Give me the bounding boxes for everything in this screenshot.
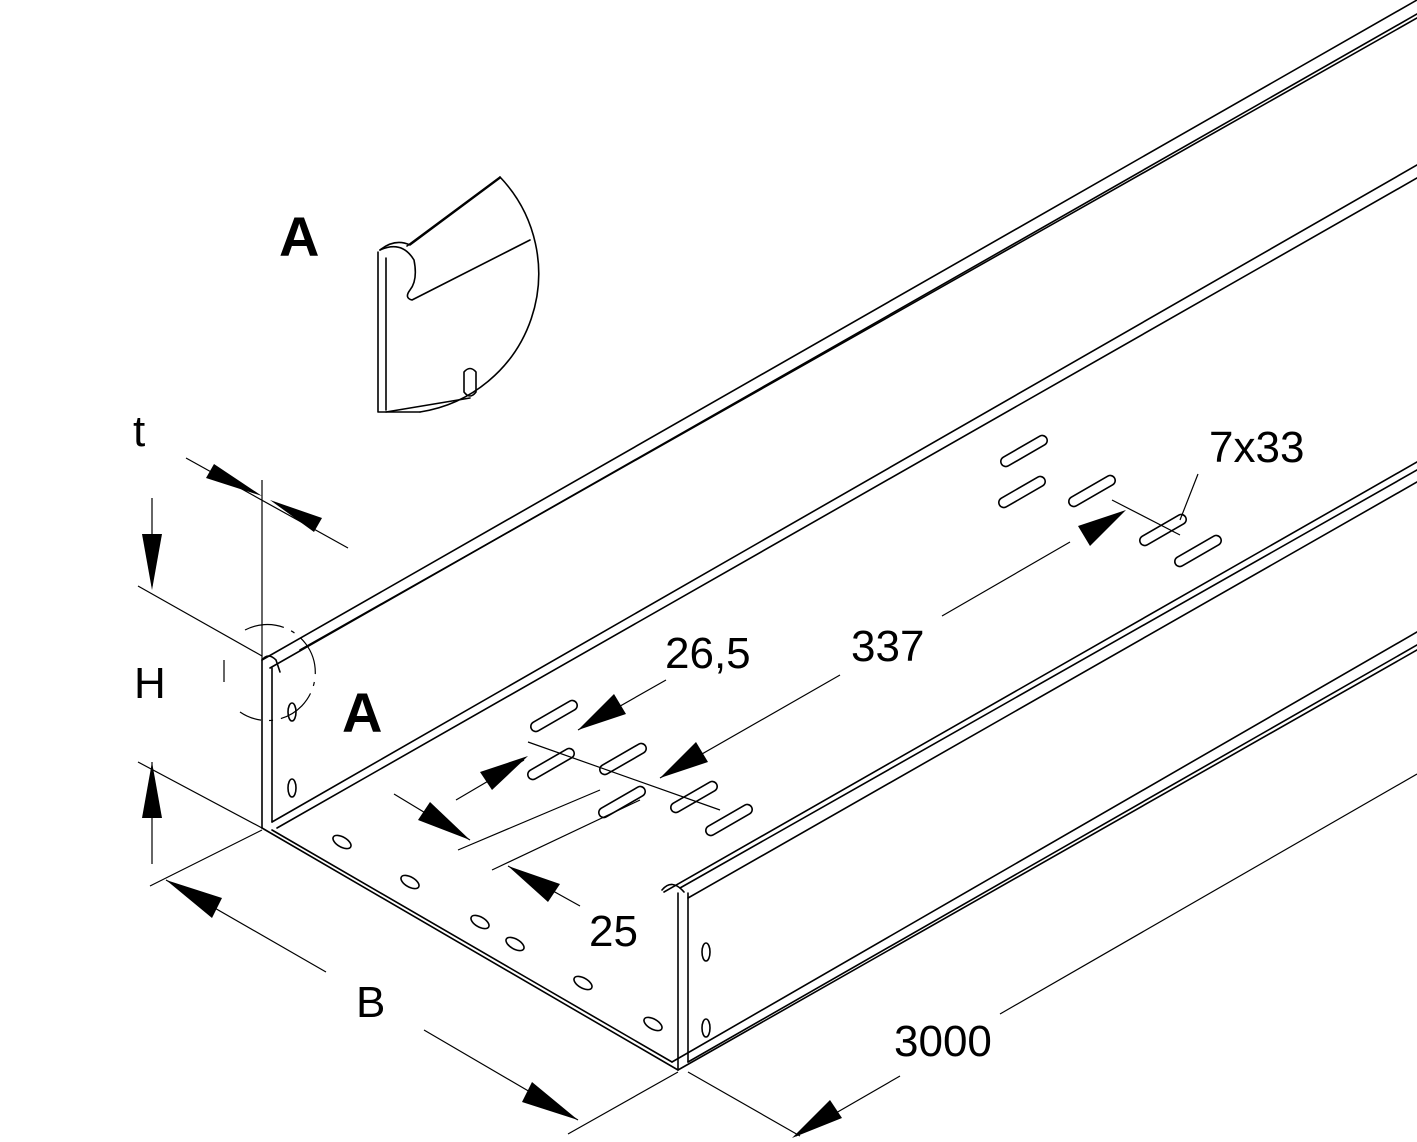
wall-holes bbox=[287, 702, 711, 1038]
tray-body bbox=[261, 0, 1417, 1071]
detail-ref-callout-label: A bbox=[279, 205, 319, 268]
detail-a-callout bbox=[377, 176, 540, 413]
slot-offset-label: 25 bbox=[589, 907, 638, 956]
thickness-label: t bbox=[133, 407, 145, 456]
detail-a-marker bbox=[223, 623, 316, 722]
dimension-lines bbox=[137, 457, 1417, 1138]
slot-size-label: 7x33 bbox=[1209, 423, 1304, 472]
floor-slots bbox=[527, 434, 1222, 837]
width-label: B bbox=[356, 978, 385, 1027]
length-label: 3000 bbox=[894, 1017, 992, 1066]
labels: A A t H B 3000 26,5 337 7x33 25 bbox=[133, 205, 1304, 1066]
detail-ref-main-label: A bbox=[342, 681, 382, 744]
slot-pitch-label: 26,5 bbox=[665, 629, 751, 678]
height-label: H bbox=[134, 659, 166, 708]
slot-spacing-label: 337 bbox=[851, 622, 924, 671]
